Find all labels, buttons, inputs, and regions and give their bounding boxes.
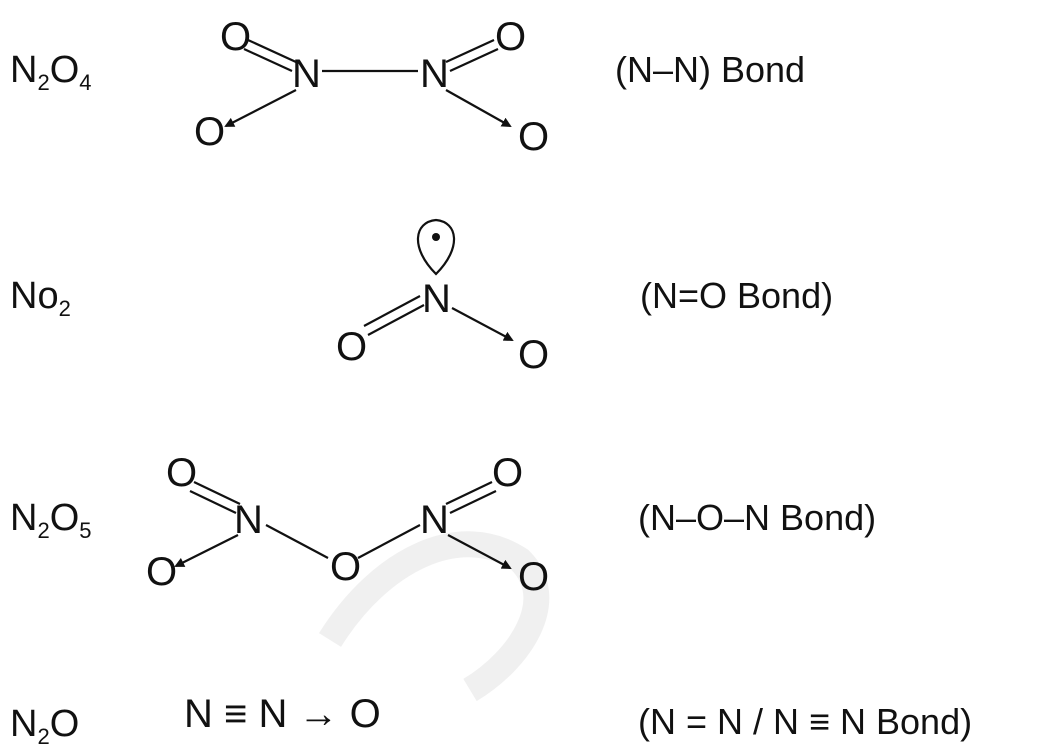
n2o-structure: N ≡ N → O bbox=[184, 692, 381, 736]
atom-o-bridge: O bbox=[330, 545, 361, 589]
double-bond-line-2 bbox=[367, 304, 425, 336]
row-n2o4: N2O4 O N O N O O (N–N) Bond bbox=[10, 15, 805, 159]
double-bond-line-1 bbox=[363, 295, 421, 327]
watermark bbox=[318, 531, 550, 702]
double-bond-line-2 bbox=[189, 490, 237, 514]
single-bond-n-o-left bbox=[265, 524, 329, 559]
double-bond-line-3 bbox=[445, 481, 493, 505]
atom-o-bottom-right: O bbox=[518, 115, 549, 159]
formula-n2o: N2O bbox=[10, 703, 79, 748]
formula-n2o5: N2O5 bbox=[10, 497, 92, 543]
double-bond-line-3 bbox=[445, 39, 495, 63]
row-n2o5: N2O5 O N O O N O O (N–O–N Bond) bbox=[10, 451, 876, 599]
bond-label-no2: (N=O Bond) bbox=[640, 275, 833, 316]
atom-o-bottom-left: O bbox=[146, 550, 177, 594]
bond-label-n2o: (N = N / N ≡ N Bond) bbox=[638, 701, 972, 742]
bond-label-n2o4: (N–N) Bond bbox=[615, 49, 805, 90]
single-bond-o-n-right bbox=[357, 524, 421, 559]
atom-n-left: N bbox=[292, 52, 321, 96]
coordinate-arrow-right bbox=[445, 89, 512, 127]
odd-electron-lobe bbox=[416, 218, 456, 276]
double-bond-line-1 bbox=[247, 39, 297, 63]
atom-o-top-right: O bbox=[492, 451, 523, 495]
coordinate-arrow-right bbox=[447, 534, 512, 569]
atom-n-center: N bbox=[422, 277, 451, 321]
bond-label-n2o5: (N–O–N Bond) bbox=[638, 497, 876, 538]
coordinate-arrow-left bbox=[224, 89, 297, 127]
double-bond-line-2 bbox=[243, 48, 293, 72]
atom-o-top-left: O bbox=[220, 15, 251, 59]
coordinate-arrow bbox=[451, 307, 514, 341]
double-bond-line-4 bbox=[449, 490, 497, 514]
unpaired-electron-dot bbox=[432, 233, 440, 241]
atom-o-right: O bbox=[518, 333, 549, 377]
atom-n-left: N bbox=[234, 498, 263, 542]
formula-no2: No2 bbox=[10, 275, 71, 321]
atom-n-right: N bbox=[420, 498, 449, 542]
atom-n-right: N bbox=[420, 52, 449, 96]
coordinate-arrow-left bbox=[174, 534, 239, 567]
atom-o-bottom-right: O bbox=[518, 555, 549, 599]
atom-o-top-right: O bbox=[495, 15, 526, 59]
row-no2: No2 N O O (N=O Bond) bbox=[10, 218, 833, 377]
double-bond-line-1 bbox=[193, 481, 241, 505]
atom-o-top-left: O bbox=[166, 451, 197, 495]
formula-n2o4: N2O4 bbox=[10, 49, 92, 95]
double-bond-line-4 bbox=[449, 48, 499, 72]
atom-o-bottom-left: O bbox=[194, 110, 225, 154]
row-n2o: N2O N ≡ N → O (N = N / N ≡ N Bond) bbox=[10, 692, 972, 748]
atom-o-left: O bbox=[336, 325, 367, 369]
